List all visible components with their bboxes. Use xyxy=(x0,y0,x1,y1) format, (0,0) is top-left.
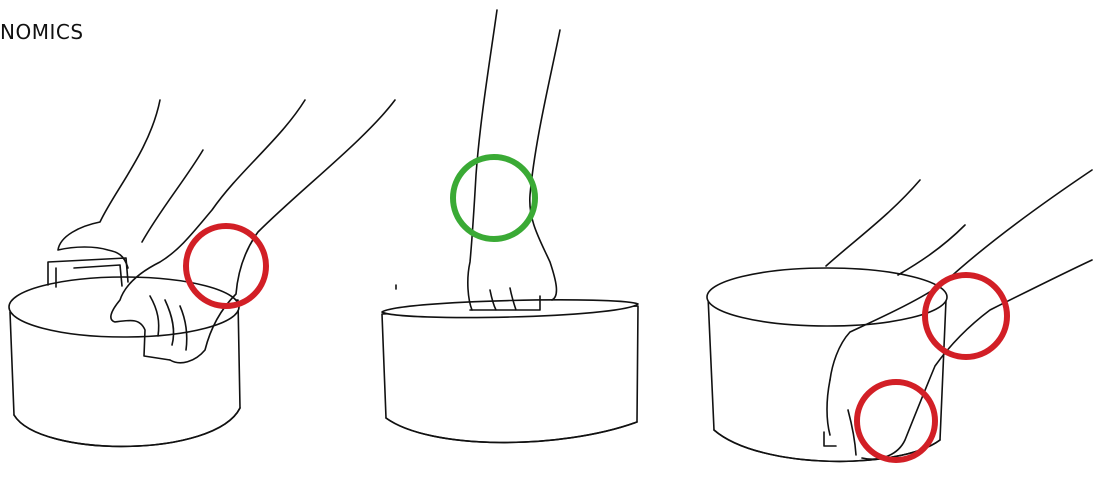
arm-center xyxy=(467,9,498,311)
arm-front-left xyxy=(110,99,306,361)
arm-right-upper-2 xyxy=(897,224,966,276)
fingers-center xyxy=(469,287,541,311)
fingers-right xyxy=(823,379,857,456)
wrist-marker-center xyxy=(450,154,538,242)
tank-body-center xyxy=(381,305,639,444)
tank-handle-left xyxy=(47,257,129,288)
arm-center-2 xyxy=(529,29,561,301)
arm-front-left-3 xyxy=(169,99,396,364)
hand-marker-right-lower xyxy=(854,379,938,463)
tank-bottom-left xyxy=(13,407,241,448)
fingers-left xyxy=(149,295,188,351)
arm-back-left xyxy=(57,99,161,269)
tank-top-center xyxy=(381,299,639,319)
figure-right xyxy=(706,169,1093,463)
arm-back-left-2 xyxy=(141,149,204,243)
tank-bottom-center xyxy=(385,417,638,444)
wrist-marker-left xyxy=(183,223,269,309)
page-title: NOMICS xyxy=(0,20,84,44)
tank-top-left xyxy=(8,276,240,338)
tank-top-right xyxy=(706,267,948,327)
figure-left xyxy=(8,99,396,448)
arm-right-lower xyxy=(861,259,1093,460)
arm-right-upper-1 xyxy=(825,179,921,267)
figure-center xyxy=(381,9,639,444)
arm-right-upper-3 xyxy=(829,169,1093,381)
wrist-marker-right-upper xyxy=(922,272,1010,360)
